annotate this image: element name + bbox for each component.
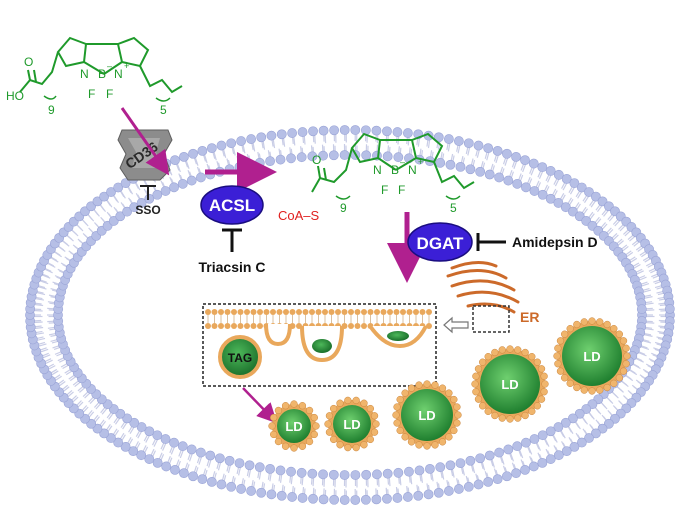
dgat-enzyme: DGAT: [408, 223, 472, 261]
ho-label: HO: [6, 89, 24, 103]
n-label-4: N: [408, 163, 417, 177]
f-label-2: F: [106, 87, 113, 101]
f-label-1: F: [88, 87, 95, 101]
lipid-droplet-2: LD: [325, 397, 380, 451]
chain-5-label: 5: [160, 103, 167, 117]
b-label: B: [98, 67, 106, 81]
n-label-3: N: [373, 163, 382, 177]
zoom-arrow: [444, 318, 468, 332]
ld-label: LD: [285, 419, 302, 434]
lipid-droplet-4: LD: [472, 346, 549, 423]
er-zoom-box: [473, 306, 509, 332]
b-charge-2: –: [400, 157, 405, 167]
o-label-2: O: [312, 153, 321, 167]
b-charge: –: [107, 61, 112, 71]
f-label-3: F: [381, 183, 388, 197]
b-label-2: B: [391, 163, 399, 177]
chain-9-label: 9: [48, 103, 55, 117]
lipid-droplet-1: LD: [269, 401, 320, 452]
acsl-label: ACSL: [209, 196, 255, 215]
er-inset: TAG: [203, 304, 436, 386]
endoplasmic-reticulum: [448, 262, 518, 312]
o-label: O: [24, 55, 33, 69]
n-charge: +: [124, 61, 129, 71]
budding-droplet-small: [266, 324, 290, 344]
n-label-2: N: [114, 67, 123, 81]
lipid-droplet-3: LD: [393, 381, 462, 450]
dgat-label: DGAT: [417, 234, 465, 253]
f-label-4: F: [398, 183, 405, 197]
amidepsin-d-label: Amidepsin D: [512, 234, 598, 250]
tag-label: TAG: [228, 351, 252, 365]
n-charge-2: +: [418, 157, 423, 167]
ld-label: LD: [343, 417, 360, 432]
sso-label: SSO: [135, 203, 160, 217]
budding-droplet-medium: [302, 326, 342, 360]
triacsin-c-inhibitor: Triacsin C: [199, 230, 266, 275]
acsl-enzyme: ACSL: [201, 186, 263, 224]
ld-label: LD: [501, 377, 518, 392]
ld-formation-arrow: [243, 388, 272, 418]
er-label: ER: [520, 309, 539, 325]
chain-9-label-2: 9: [340, 201, 347, 215]
cd36-transporter: CD36: [118, 130, 172, 180]
n-label-1: N: [80, 67, 89, 81]
ld-label: LD: [583, 349, 600, 364]
coa-s-label: CoA–S: [278, 208, 320, 223]
ld-label: LD: [418, 408, 435, 423]
tag-droplet: TAG: [220, 337, 260, 377]
triacsin-c-label: Triacsin C: [199, 259, 266, 275]
amidepsin-d-inhibitor: Amidepsin D: [478, 233, 598, 251]
chain-5-label-2: 5: [450, 201, 457, 215]
